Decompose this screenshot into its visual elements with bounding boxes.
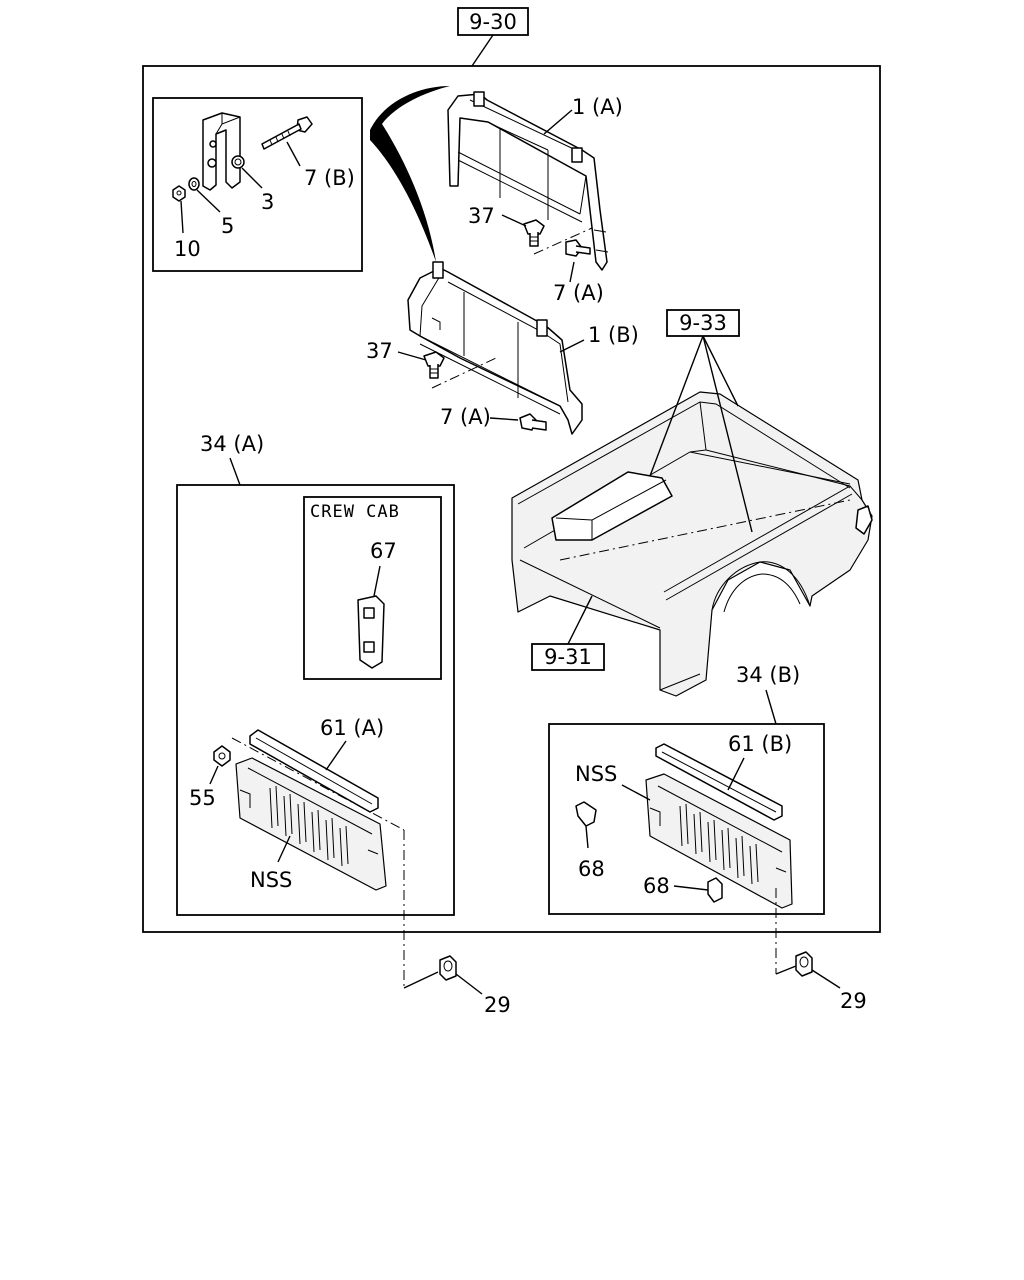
- truck-bed: [511, 391, 873, 697]
- main-frame: [142, 65, 881, 933]
- callout-5: 5: [221, 214, 234, 238]
- grommet-29-right: 29: [775, 888, 867, 1013]
- panel-34a-group: 34 (A) CREW CAB 67 61 (A) 55 NSS: [176, 432, 455, 916]
- svg-text:9-30: 9-30: [469, 10, 517, 34]
- panel-34b-group: 34 (B) 61 (B) NSS 68 68: [548, 663, 825, 915]
- bolt-37-mid-icon: [423, 351, 445, 379]
- bolt-7a-mid-icon: [519, 413, 547, 431]
- grommet-29-left: 29: [403, 830, 511, 1017]
- detail-arc: [370, 86, 450, 262]
- callout-7a-top: 7 (A): [553, 281, 604, 305]
- callout-34a: 34 (A): [200, 432, 264, 456]
- rack-1a: [447, 91, 609, 271]
- nss-label-right: NSS: [575, 762, 617, 786]
- bolt-37-top-icon: [523, 219, 545, 247]
- bolt-7b-icon: [261, 116, 313, 150]
- hinge-inset: 3 5 10 7 (B): [152, 97, 363, 272]
- callout-7a-mid: 7 (A): [440, 405, 491, 429]
- ref-9-33[interactable]: 9-33: [649, 252, 753, 533]
- bracket-67-icon: [357, 595, 385, 669]
- callout-29-left: 29: [484, 993, 511, 1017]
- bolt-7a-top-icon: [565, 239, 591, 257]
- ref-9-30[interactable]: 9-30: [457, 7, 529, 67]
- svg-text:9-33: 9-33: [679, 311, 727, 335]
- callout-1a: 1 (A): [572, 95, 623, 119]
- callout-34b: 34 (B): [736, 663, 800, 687]
- clip-68-left-icon: [575, 801, 597, 827]
- rack-1b: [407, 261, 583, 435]
- callout-37-top: 37: [468, 204, 495, 228]
- callout-67: 67: [370, 539, 397, 563]
- callout-61b: 61 (B): [728, 732, 792, 756]
- tailgate-panel-left: [235, 757, 387, 891]
- bracket-part-3: [202, 112, 241, 191]
- callout-7b: 7 (B): [304, 166, 355, 190]
- callout-55: 55: [189, 786, 216, 810]
- callout-61a: 61 (A): [320, 716, 384, 740]
- nut-10-icon: [172, 185, 186, 202]
- callout-10: 10: [174, 237, 201, 261]
- svg-text:9-31: 9-31: [544, 645, 592, 669]
- ref-9-31[interactable]: 9-31: [531, 595, 605, 671]
- callout-68-left: 68: [578, 857, 605, 881]
- callout-1b: 1 (B): [588, 323, 639, 347]
- callout-29-right: 29: [840, 989, 867, 1013]
- callout-37-mid: 37: [366, 339, 393, 363]
- callout-3: 3: [261, 190, 274, 214]
- washer-5-icon: [188, 177, 200, 191]
- tailgate-panel-right: [645, 773, 793, 909]
- clip-68-right-icon: [707, 877, 723, 903]
- crew-cab-title: CREW CAB: [310, 502, 400, 522]
- nss-label-left: NSS: [250, 868, 292, 892]
- grommet-55-icon: [213, 745, 231, 767]
- callout-68-right: 68: [643, 874, 670, 898]
